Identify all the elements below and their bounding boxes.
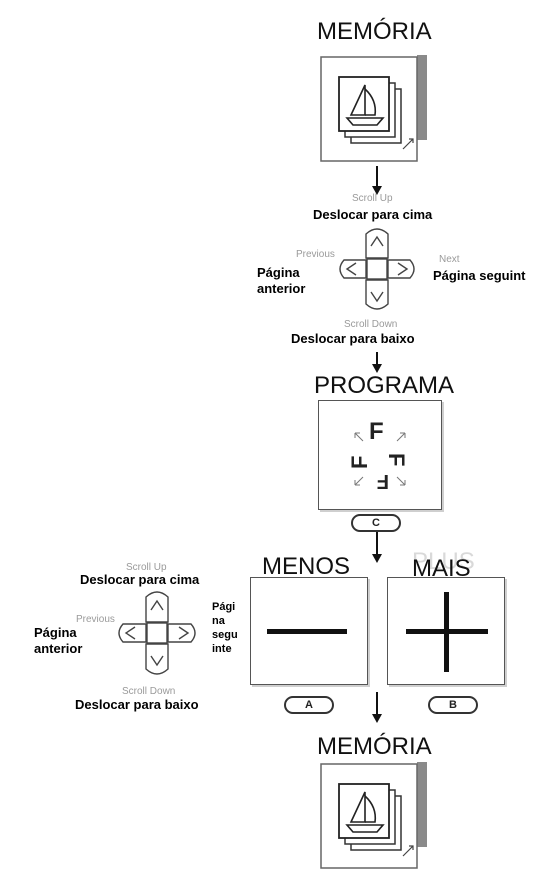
sailboat-icon — [345, 84, 385, 126]
dpad-top[interactable] — [336, 222, 418, 316]
arrow-down-icon — [371, 692, 383, 724]
scroll-down-en: Scroll Down — [344, 319, 398, 330]
dpad-icon — [339, 228, 415, 310]
document-stack-icon — [320, 762, 427, 869]
next-page-label-left: Pági na segu inte — [212, 601, 238, 655]
dpad-left[interactable] — [114, 585, 200, 681]
next-en: Next — [439, 254, 460, 265]
scroll-down-en-left: Scroll Down — [122, 686, 176, 697]
program-title: PROGRAMA — [314, 372, 455, 399]
memory-title-top: MEMÓRIA — [317, 18, 432, 45]
scroll-up-label: Deslocar para cima — [313, 207, 433, 222]
scroll-up-en: Scroll Up — [352, 193, 393, 204]
plus-icon — [406, 592, 488, 672]
arrow-down-icon — [371, 166, 383, 196]
sailboat-icon — [345, 791, 385, 833]
scroll-down-label-left: Deslocar para baixo — [75, 697, 199, 712]
arrow-down-icon — [371, 352, 383, 374]
memory-key-top[interactable] — [317, 55, 447, 165]
scroll-down-label: Deslocar para baixo — [291, 331, 415, 346]
next-page-label: Página seguint — [433, 268, 526, 283]
svg-text:F: F — [369, 418, 384, 445]
program-ghost-title: PROGRAM — [314, 372, 439, 399]
program-key-c[interactable]: C — [351, 514, 401, 532]
svg-text:F: F — [377, 470, 389, 492]
previous-en-left: Previous — [76, 614, 115, 625]
previous-page-label: Página anterior — [257, 265, 306, 296]
memory-key-bottom[interactable] — [317, 762, 447, 872]
previous-en: Previous — [296, 249, 335, 260]
scroll-up-label-left: Deslocar para cima — [80, 572, 200, 587]
scroll-up-en-left: Scroll Up — [126, 562, 167, 573]
previous-page-label-left: Página anterior — [34, 625, 83, 656]
program-key[interactable]: F F F F — [318, 400, 442, 510]
minus-icon — [267, 629, 347, 634]
minus-key[interactable] — [250, 577, 368, 685]
arrow-down-icon — [371, 532, 383, 564]
svg-text:F: F — [384, 453, 409, 466]
plus-key[interactable] — [387, 577, 505, 685]
plus-ghost-title: PLUS — [412, 548, 475, 575]
plus-key-b[interactable]: B — [428, 696, 478, 714]
dpad-icon — [118, 591, 196, 675]
document-stack-icon — [320, 55, 427, 162]
memory-title-bottom: MEMÓRIA — [317, 733, 432, 760]
minus-key-a[interactable]: A — [284, 696, 334, 714]
svg-text:F: F — [347, 456, 372, 469]
rotating-f-icon: F F F F — [347, 418, 409, 492]
minus-title: MENOS — [262, 553, 351, 580]
